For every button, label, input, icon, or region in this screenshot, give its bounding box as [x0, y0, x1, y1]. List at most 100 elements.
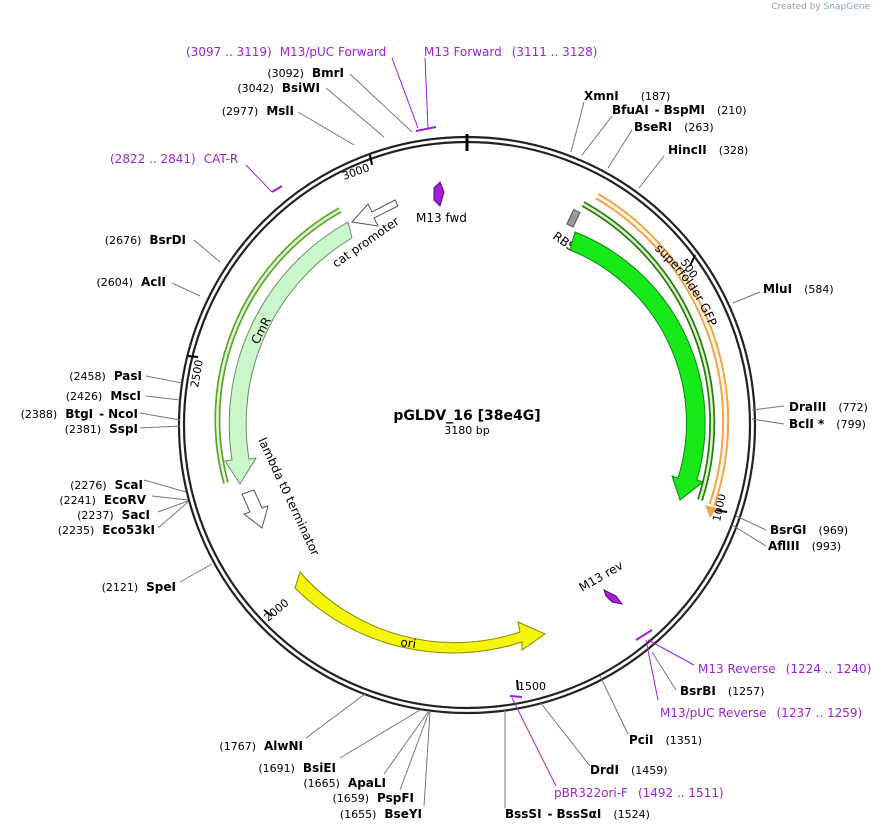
credit-prefix: Created by [771, 2, 821, 12]
primer-leader-m13-fwd [424, 57, 429, 129]
leader-eco53ki [157, 501, 189, 529]
cmr-feature[interactable] [224, 221, 353, 485]
snapgene-credit: Created by SnapGene [771, 2, 870, 12]
m13-rev-feature[interactable] [603, 589, 624, 605]
enzyme-pasi[interactable]: (2458)PasI [69, 369, 142, 383]
orange-feature-core [596, 194, 728, 506]
tick-3000 [369, 154, 373, 166]
enzyme-msli[interactable]: (2977)MslI [222, 104, 294, 118]
primer-label-m13-fwd: M13 Forward(3111 .. 3128) [424, 45, 597, 59]
leader-pcii [599, 675, 629, 735]
leader-pasi [145, 375, 183, 384]
primer-label-m13puc-rev: M13/pUC Reverse(1237 .. 1259) [660, 706, 862, 720]
enzyme-bsiwi[interactable]: (3042)BsiWI [237, 81, 320, 95]
enzyme-bfuai-bspmi[interactable]: BfuAI-BspMI(210) [612, 103, 747, 117]
enzyme-xmni[interactable]: XmnI(187) [584, 89, 670, 103]
enzyme-msci[interactable]: (2426)MscI [66, 389, 141, 403]
enzyme-bsiei[interactable]: (1691)BsiEI [258, 761, 336, 775]
leader-hincii [638, 155, 665, 189]
cat-promoter-feature[interactable] [351, 199, 399, 227]
enzyme-bseyi[interactable]: (1655)BseYI [340, 807, 422, 821]
enzyme-saci[interactable]: (2237)SacI [77, 508, 150, 522]
leader-spei [179, 563, 213, 583]
cmr-outer-core [216, 208, 341, 484]
enzyme-scai[interactable]: (2276)ScaI [70, 478, 143, 492]
enzyme-eco53ki[interactable]: (2235)Eco53kI [58, 523, 155, 537]
enzyme-bsrdi[interactable]: (2676)BsrDI [105, 233, 186, 247]
primer-leader-pbr322 [511, 697, 557, 787]
primer-mark-m13-rev [635, 629, 653, 641]
terminator-feature[interactable] [241, 489, 269, 529]
leader-alwni [305, 693, 366, 739]
primer-mark-pbr322 [509, 695, 523, 698]
primer-leader-cat-r [245, 164, 273, 193]
enzyme-btgi-ncoi[interactable]: (2388)BtgI-NcoI [21, 407, 138, 421]
green-feature-core [582, 202, 714, 501]
primer-label-m13puc-fwd: (3097 .. 3119)M13/pUC Forward [186, 45, 386, 59]
leader-bmri [349, 73, 413, 133]
terminator-label: lambda t0 terminator [255, 435, 322, 558]
primer-mark-cat-r [271, 185, 283, 193]
plasmid-length: 3180 bp [444, 424, 489, 437]
enzyme-bsrbi[interactable]: BsrBI(1257) [680, 684, 764, 698]
leader-msli [297, 111, 355, 146]
primer-leader-m13puc-fwd [391, 57, 419, 129]
leader-xmni [570, 101, 585, 153]
tick-2500 [187, 355, 199, 358]
orange-feature-arrowhead [705, 505, 717, 518]
credit-brand: SnapGene [823, 2, 870, 12]
enzyme-ecorv[interactable]: (2241)EcoRV [59, 493, 146, 507]
primer-label-m13-rev: M13 Reverse(1224 .. 1240) [698, 662, 871, 676]
plasmid-name: pGLDV_16 [38e4G] [393, 408, 540, 424]
enzyme-pcii[interactable]: PciI(1351) [629, 733, 702, 747]
cmr-label: CmR [248, 315, 274, 347]
enzyme-draiii[interactable]: DraIII(772) [789, 400, 868, 414]
tick-500 [689, 254, 696, 267]
tick-1500 [516, 679, 519, 691]
enzyme-afliii[interactable]: AflIII(993) [768, 539, 841, 553]
enzyme-apali[interactable]: (1665)ApaLI [303, 776, 386, 790]
enzyme-bsssi-bsssai[interactable]: BssSI-BssSαI(1524) [505, 807, 650, 821]
enzyme-hincii[interactable]: HincII(328) [668, 143, 748, 157]
gfp-feature[interactable] [569, 231, 706, 501]
enzyme-alwni[interactable]: (1767)AlwNI [219, 739, 303, 753]
enzyme-drdi[interactable]: DrdI(1459) [590, 763, 668, 777]
m13-rev-label: M13 rev [577, 558, 626, 594]
primers: (3097 .. 3119)M13/pUC Forward M13 Forwar… [110, 45, 871, 800]
m13-fwd-label: M13 fwd [416, 211, 467, 225]
primer-mark-m13-fwd [415, 126, 437, 132]
enzyme-leaders [139, 73, 785, 808]
leader-drdi [539, 701, 591, 767]
leader-msci [145, 395, 181, 401]
leader-bsrgi [735, 515, 767, 531]
backbone [177, 134, 757, 715]
leader-ecorv [151, 495, 189, 501]
leader-bsiei [339, 709, 421, 759]
leader-acli [171, 282, 201, 297]
enzyme-bmri[interactable]: (3092)BmrI [267, 66, 344, 80]
enzyme-sspi[interactable]: (2381)SspI [65, 422, 138, 436]
ori-feature[interactable] [294, 570, 547, 654]
m13-fwd-feature[interactable] [433, 181, 445, 207]
leader-btgi [139, 412, 181, 421]
rbs-feature[interactable] [566, 208, 581, 228]
enzyme-bcli[interactable]: BclI *(799) [789, 417, 866, 431]
enzyme-labels-left: (1655)BseYI (1659)PspFI (1665)ApaLI (169… [21, 66, 422, 821]
leader-bsrdi [193, 239, 221, 263]
leader-apali [383, 711, 429, 775]
tick-1000 [714, 509, 728, 513]
leader-bsrbi [651, 651, 677, 691]
enzyme-bsrgi[interactable]: BsrGI(969) [770, 523, 848, 537]
leader-pspfi [399, 711, 430, 791]
leader-sspi [139, 425, 181, 429]
enzyme-acli[interactable]: (2604)AclI [96, 275, 166, 289]
leader-bcli [751, 418, 785, 425]
leader-bsiwi [325, 87, 385, 138]
enzyme-labels-right: XmnI(187) BfuAI-BspMI(210) BseRI(263) Hi… [505, 89, 868, 821]
enzyme-mlui[interactable]: MluI(584) [763, 282, 834, 296]
enzyme-spei[interactable]: (2121)SpeI [102, 580, 176, 594]
tick-label-2000: 2000 [262, 596, 292, 624]
enzyme-bseri[interactable]: BseRI(263) [634, 120, 714, 134]
enzyme-pspfi[interactable]: (1659)PspFI [332, 791, 414, 805]
